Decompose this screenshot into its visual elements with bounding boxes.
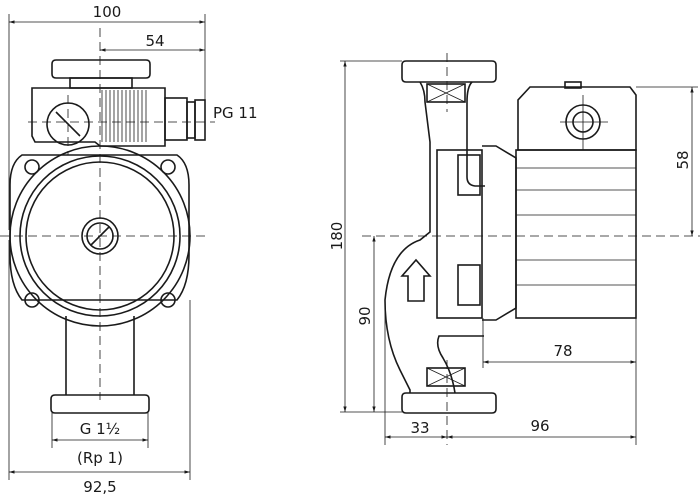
dim-box-height: 58	[674, 150, 692, 169]
front-view: 100 54 PG 11 G 1½ (Rp 1) 92,5	[0, 3, 258, 496]
dim-flange-width: 92,5	[83, 478, 116, 496]
flow-direction-arrow-icon	[400, 258, 432, 302]
speed-selector-knob	[46, 102, 90, 146]
dim-width-total: 100	[93, 3, 122, 21]
pipe-thread-label: G 1½	[80, 420, 120, 438]
dim-height-total: 180	[328, 222, 346, 251]
cable-gland-label: PG 11	[213, 104, 258, 122]
dim-connector-offset: 54	[145, 32, 164, 50]
dim-motor-length: 78	[553, 342, 572, 360]
dim-pipe-offset: 33	[410, 419, 429, 437]
dim-motor-depth: 96	[530, 417, 549, 435]
pipe-thread-alt-label: (Rp 1)	[77, 449, 123, 467]
dim-height-half: 90	[356, 306, 374, 325]
side-view: 180 90 58 78 33 96	[328, 53, 700, 445]
